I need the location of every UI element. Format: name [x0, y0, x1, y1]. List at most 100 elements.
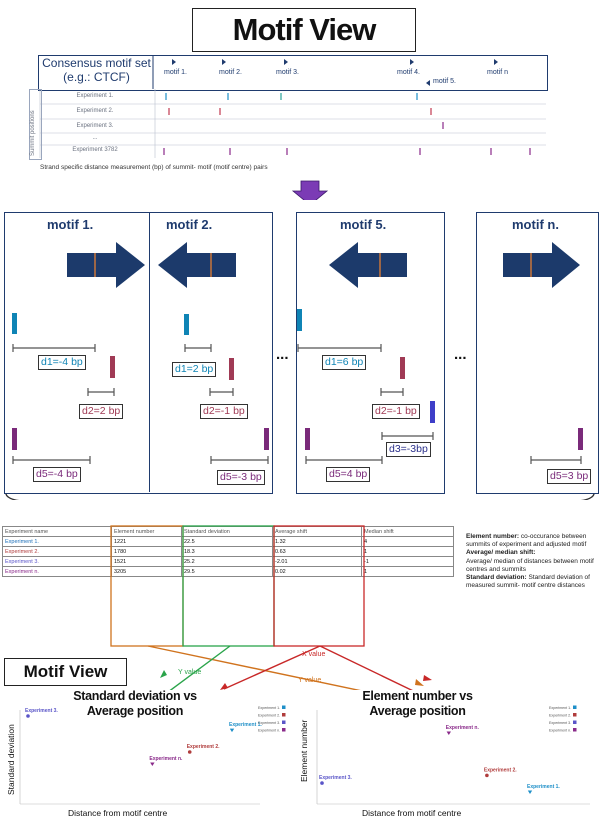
data-point	[320, 781, 324, 785]
data-point	[229, 728, 235, 733]
legend-entry: Experiment n.	[258, 729, 280, 733]
data-point	[26, 714, 30, 718]
summit-side-box	[29, 89, 42, 160]
motif-3-label: motif 3.	[276, 69, 299, 76]
average-title: Average/ median shift:	[466, 549, 536, 557]
legend-swatch	[282, 728, 286, 732]
legend-swatch	[573, 720, 577, 724]
panel-title-motif-n: motif n.	[512, 217, 559, 232]
motif-5-label: motif 5.	[433, 78, 456, 85]
motif-n-direction-arrow-icon	[503, 242, 580, 288]
legend-entry: Experiment 2.	[549, 714, 571, 718]
panel-title-motif-5: motif 5.	[340, 217, 387, 232]
d-label: d2=2 bp	[79, 404, 124, 419]
exp-row-label: Experiment 3.	[76, 123, 114, 129]
d-label: d2=-1 bp	[200, 404, 248, 419]
summit-positions-label: Summit positions	[30, 110, 36, 156]
point-label: Experiment 2.	[484, 767, 517, 773]
element-number-title: Element number:	[466, 533, 520, 540]
arrowhead-icon	[423, 675, 432, 681]
exp-row-label: ...	[92, 135, 98, 141]
chart-2-svg: Experiment n. Experiment 2. Experiment 3. E…	[316, 705, 590, 805]
point-label: Experiment 2.	[187, 744, 220, 750]
panel-motif-n	[476, 212, 599, 494]
y-value-label-orange: Y value	[298, 677, 322, 684]
x-value-label: X value	[302, 651, 326, 658]
point-label: Experiment 3.	[25, 708, 58, 714]
cell: 1	[361, 566, 454, 577]
legend-entry: Experiment n.	[549, 729, 571, 733]
legend-swatch	[282, 720, 286, 724]
point-label: Experiment 1.	[527, 784, 560, 790]
chart-1-xlabel: Distance from motif centre	[68, 808, 168, 818]
ellipsis-2: ...	[454, 346, 467, 363]
stats-table: Experiment name Element number Standard …	[2, 526, 454, 577]
legend-entry: Experiment 1.	[258, 706, 280, 710]
ellipsis-1: ...	[276, 346, 289, 363]
average-text: Average/ median of distances between mot…	[466, 557, 594, 573]
definitions-block: Element number: co-occurance between sum…	[466, 533, 598, 590]
point-label: Experiment 3.	[319, 775, 352, 781]
d-label: d3=-3bp	[386, 442, 431, 457]
arrowheads-svg	[160, 670, 432, 690]
d-label: d1=-4 bp	[38, 355, 86, 370]
y-value-label-green: Y value	[178, 669, 202, 676]
chart-2-xlabel: Distance from motif centre	[362, 808, 462, 818]
d-label: d1=6 bp	[322, 355, 367, 370]
point-label: Experiment 1.	[229, 722, 262, 728]
element-number-text: co-occurance between summits of experime…	[466, 533, 587, 549]
legend-entry: Experiment 3.	[258, 721, 280, 725]
d-label: d1=2 bp	[172, 362, 217, 377]
legend-swatch	[573, 705, 577, 709]
legend-entry: Experiment 3.	[549, 721, 571, 725]
arrowhead-icon	[415, 679, 424, 686]
motif-view-subtitle: Motif View	[4, 658, 127, 686]
exp-row-label: Experiment 1.	[76, 93, 114, 99]
table-row: Experiment n. 3205 29.5 0.02 1	[2, 566, 454, 577]
chart-1-svg: Experiment 3.Experiment 1.Experiment 2.E…	[19, 705, 286, 805]
exp-row-label: Experiment 3782	[72, 147, 118, 153]
motif-1-direction-arrow-icon	[67, 242, 145, 288]
motif-2-label: motif 2.	[219, 69, 242, 76]
point-label: Experiment n.	[149, 756, 183, 762]
chart-2-title: Element number vs Average position	[362, 689, 473, 718]
table-row: Experiment 1. 1221 22.5 1.32 4	[2, 536, 454, 547]
data-point	[446, 731, 451, 735]
motif-5-direction-arrow-icon	[329, 242, 407, 288]
column-connectors-svg	[110, 525, 413, 690]
d-label: d5=4 bp	[326, 467, 371, 482]
sd-title: Standard deviation:	[466, 574, 527, 582]
data-point	[527, 790, 533, 794]
panel-divider	[149, 212, 150, 492]
page-title: Motif View	[192, 8, 416, 52]
data-point	[150, 762, 155, 766]
arrowhead-icon	[220, 683, 228, 690]
consensus-track-svg	[39, 55, 546, 200]
legend-swatch	[282, 713, 286, 717]
legend-entry: Experiment 1.	[549, 706, 571, 710]
motif-2-direction-arrow-icon	[158, 242, 236, 288]
motif-4-label: motif 4.	[397, 69, 420, 76]
panel-title-motif-2: motif 2.	[166, 217, 213, 232]
grouping-brace	[5, 493, 595, 500]
motif-2-arrow-icon	[222, 59, 226, 65]
legend-swatch	[573, 713, 577, 717]
d-label: d2=-1 bp	[372, 404, 420, 419]
d-label: d5=-4 bp	[33, 467, 81, 482]
down-arrow-icon	[291, 180, 329, 200]
d-label: d5=-3 bp	[217, 470, 265, 485]
motif-5-arrow-icon	[426, 80, 430, 86]
exp-row-label: Experiment 2.	[76, 108, 114, 114]
data-point	[485, 773, 489, 778]
panel-group-1-2	[4, 212, 273, 494]
motif-1-label: motif 1.	[164, 69, 187, 76]
motif-n-label: motif n	[487, 69, 509, 76]
motif-1-arrow-icon	[172, 59, 176, 65]
legend-swatch	[573, 728, 577, 732]
sd-text: Standard deviation of measured summit- m…	[466, 574, 590, 590]
panel-motif-5	[296, 212, 445, 494]
legend-entry: Experiment 2.	[258, 714, 280, 718]
motif-n-arrow-icon	[494, 59, 498, 65]
consensus-motif-box	[38, 55, 548, 91]
chart-1-title: Standard deviation vs Average position	[73, 689, 197, 718]
